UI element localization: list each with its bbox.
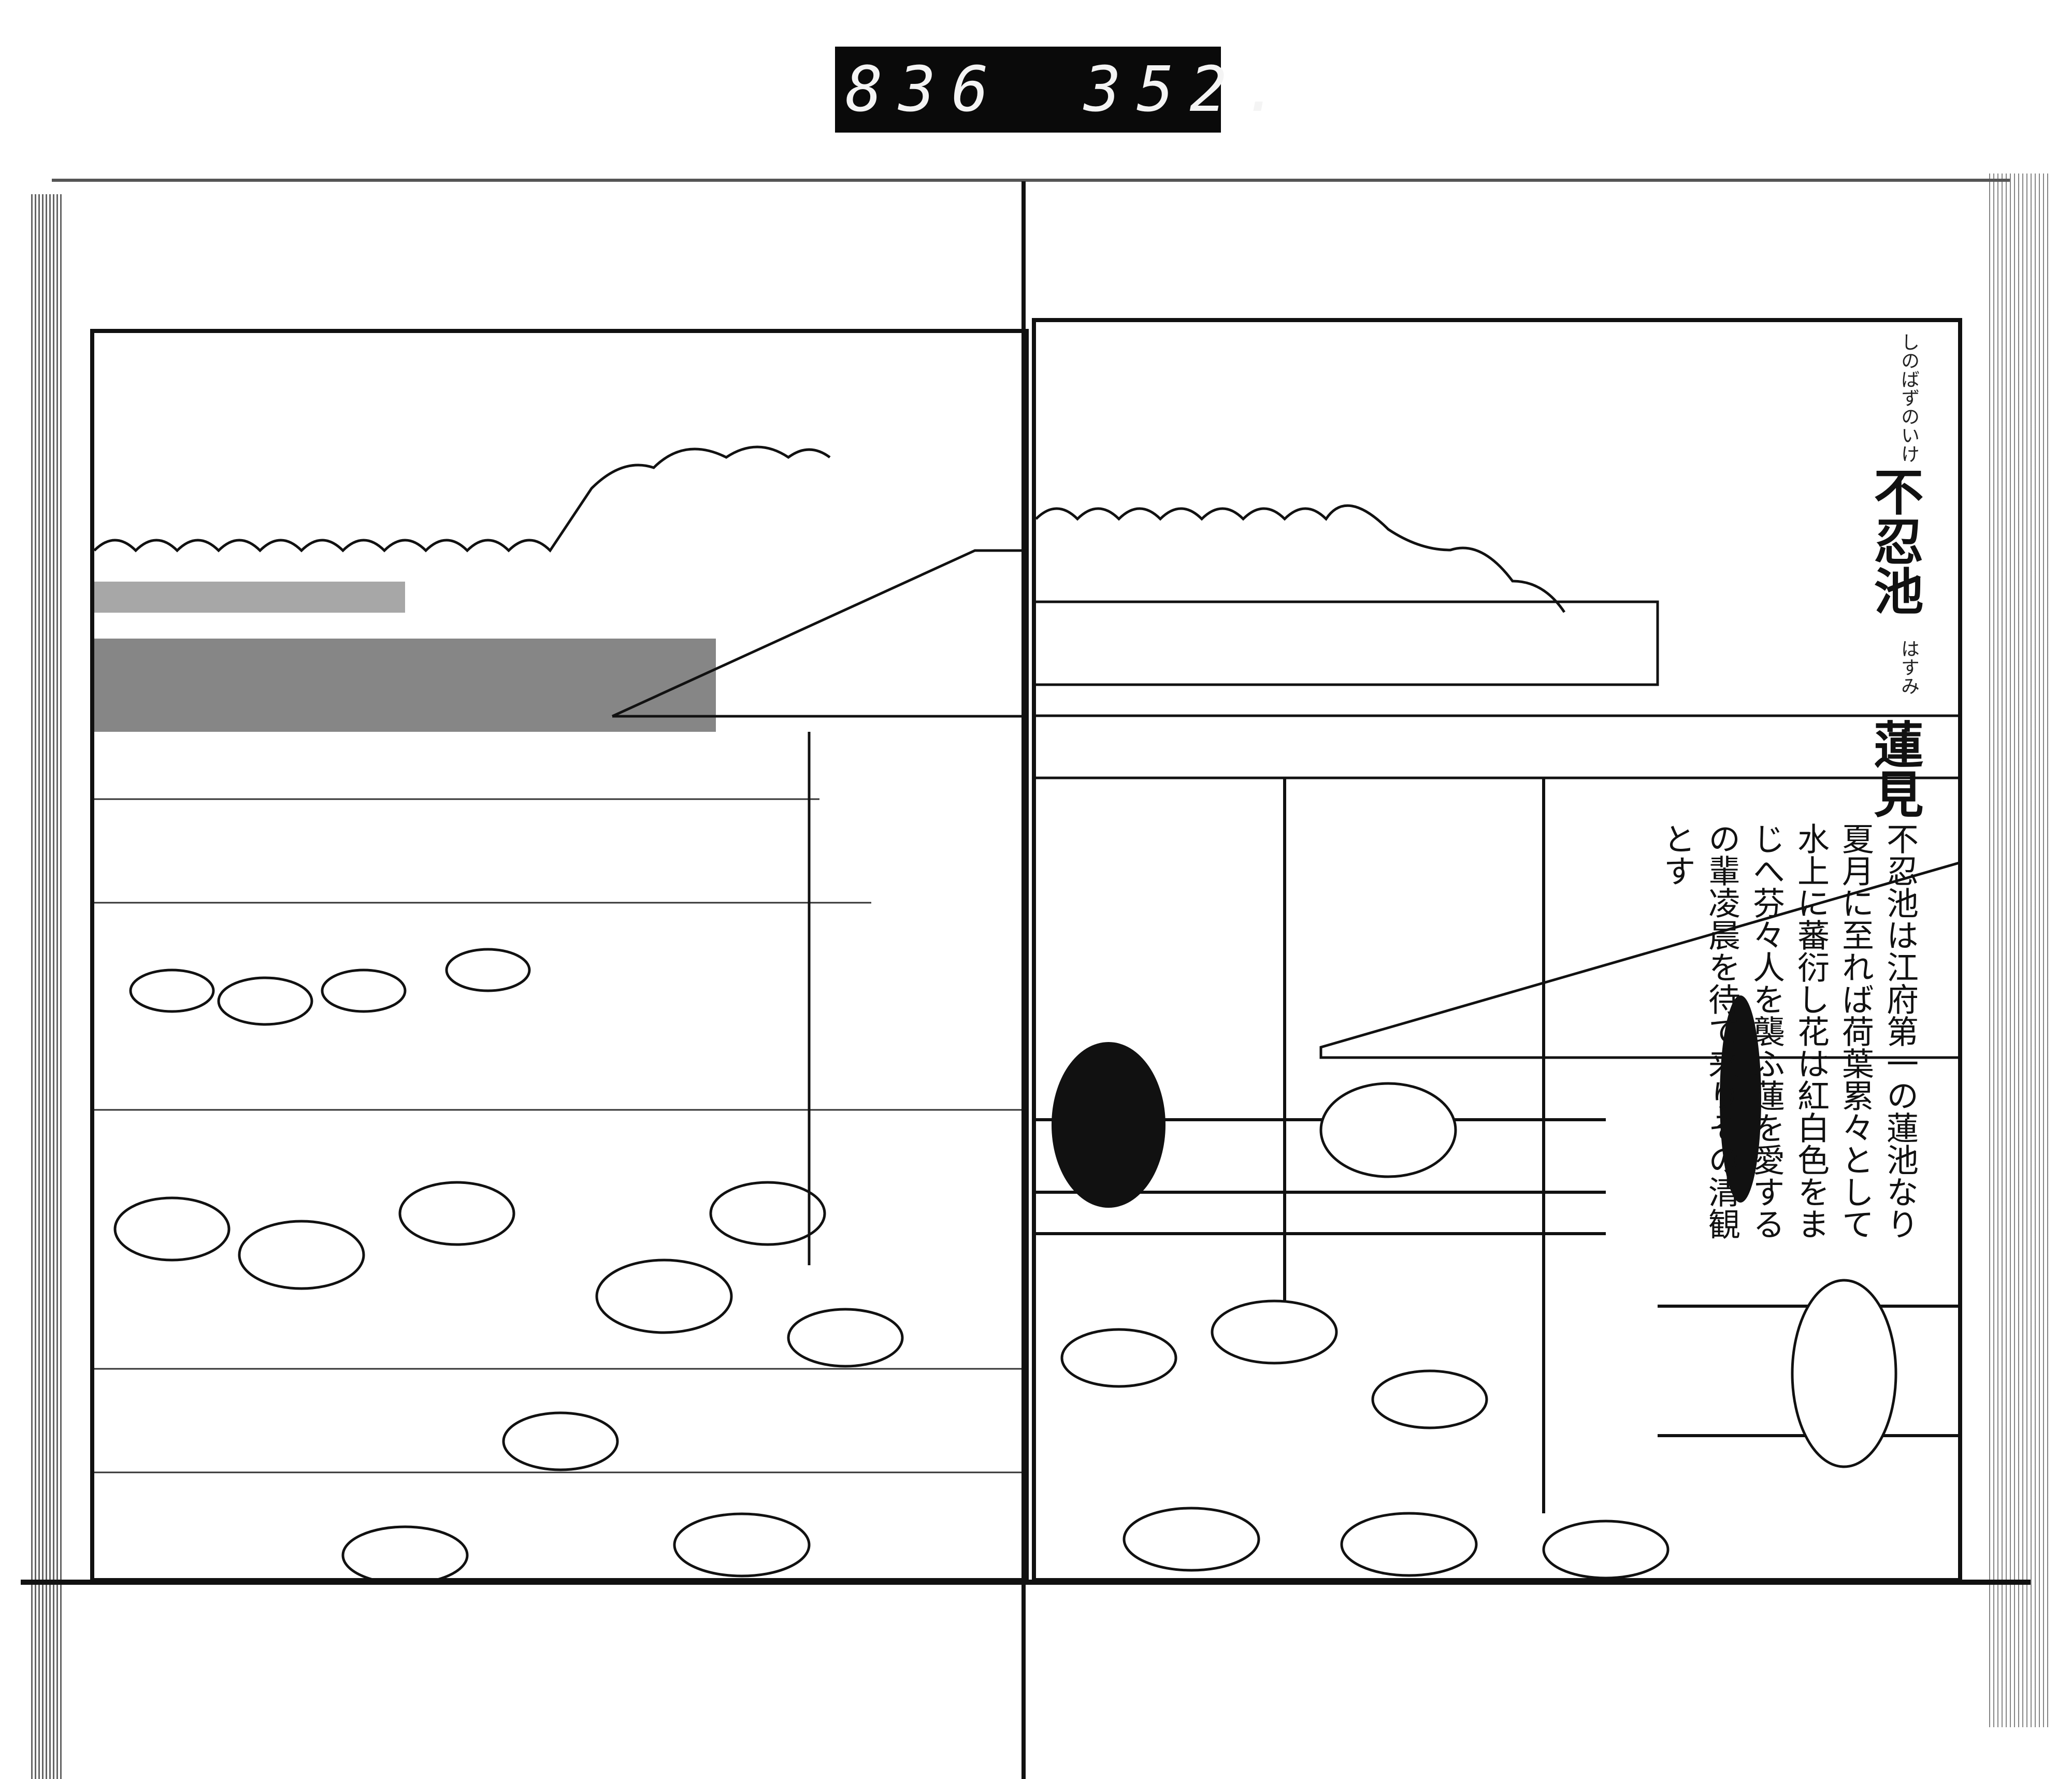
pavilion-roof-left [611, 549, 1025, 1265]
title-sub: 蓮見 [1865, 719, 1924, 818]
cloud-outline [1036, 504, 1566, 613]
teahouse-roof [1036, 600, 1958, 1059]
subtitle-reading: はすみ [1898, 639, 1919, 695]
frame-number-right: 352. [1084, 53, 1296, 126]
left-illustration-panel [90, 329, 1029, 1582]
book-spine-pointer [1021, 181, 1026, 1779]
lotus-leaves [113, 948, 904, 1578]
right-illustration-panel: しのばずのいけ 不忍池 はすみ 蓮見 不忍池は江府第一の蓮池なり夏月に至れば荷葉… [1032, 318, 1962, 1582]
left-page-edges [31, 194, 62, 1779]
lotus-leaves [1060, 1299, 1670, 1578]
title-main: 不忍池 [1865, 466, 1924, 615]
scan-frame-number-label: 836 352. [835, 47, 1280, 133]
right-page-edges [1989, 173, 2051, 1727]
caption-title: しのばずのいけ 不忍池 はすみ 蓮見 [1654, 332, 1924, 818]
caption-body: 不忍池は江府第一の蓮池なり夏月に至れば荷葉累々として水上に蕃衍し花は紅白色をまじ… [1658, 822, 1919, 1240]
teahouse-illustration-right [1036, 504, 1958, 1578]
bottom-frame-rule [21, 1580, 2031, 1585]
figures [1052, 995, 1897, 1468]
frame-number-left: 836 [845, 53, 1004, 126]
title-reading: しのばずのいけ [1898, 332, 1919, 463]
open-book-scan [31, 173, 2051, 1779]
caption-text-block: しのばずのいけ 不忍池 はすみ 蓮見 不忍池は江府第一の蓮池なり夏月に至れば荷葉… [1654, 332, 1924, 1268]
pond-illustration-left [94, 445, 1025, 1578]
book-top-edge [52, 179, 2010, 182]
cloud-outline [94, 445, 831, 553]
